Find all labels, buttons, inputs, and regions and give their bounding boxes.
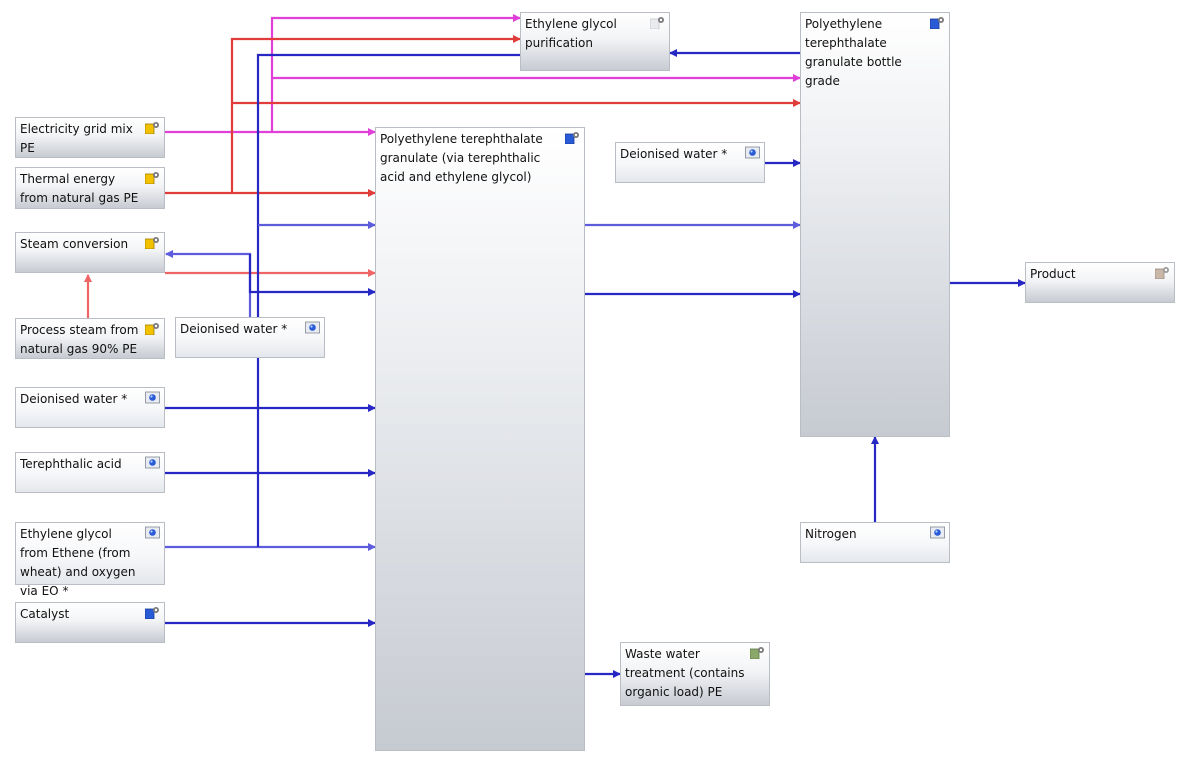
node-pet-granulate-main[interactable]: Polyethylene terephthalate granulate (vi… [375,127,585,751]
flow-globe-icon [745,146,760,159]
process-blue-icon [930,17,944,29]
node-deionised-water-mid[interactable]: Deionised water * [175,317,325,358]
flow-ethylene-glycol-recycle [256,53,520,547]
node-label: Waste water treatment (contains organic … [625,647,745,699]
node-label: Catalyst [20,607,70,621]
node-ethylene-glycol-purification[interactable]: Ethylene glycol purification [520,12,670,71]
node-label: Steam conversion [20,237,129,251]
process-plan-icon [145,122,159,134]
node-nitrogen[interactable]: Nitrogen [800,522,950,563]
flow-globe-icon [305,321,320,334]
process-gear-icon [650,17,664,29]
node-label: Ethylene glycol from Ethene (from wheat)… [20,527,136,598]
node-electricity-grid-mix[interactable]: Electricity grid mix PE [15,117,165,158]
node-label: Nitrogen [805,527,857,541]
node-thermal-energy[interactable]: Thermal energy from natural gas PE [15,167,165,209]
node-label: Thermal energy from natural gas PE [20,172,139,205]
process-gray-icon [1155,267,1169,279]
node-steam-conversion[interactable]: Steam conversion [15,232,165,273]
flow-globe-icon [145,526,160,539]
node-deionised-water-right[interactable]: Deionised water * [615,142,765,183]
node-process-steam[interactable]: Process steam from natural gas 90% PE [15,318,165,359]
node-catalyst[interactable]: Catalyst [15,602,165,643]
node-waste-water-treatment[interactable]: Waste water treatment (contains organic … [620,642,770,706]
process-blue-icon [565,132,579,144]
node-deionised-water-left[interactable]: Deionised water * [15,387,165,428]
node-label: Electricity grid mix PE [20,122,133,155]
flow-electricity-to-eg-purification [270,14,521,132]
flow-thermal-to-eg-purification [230,35,521,193]
node-label: Deionised water * [180,322,288,336]
node-label: Terephthalic acid [20,457,122,471]
process-green-icon [750,647,764,659]
flow-globe-icon [145,391,160,404]
node-label: Deionised water * [20,392,128,406]
node-label: Product [1030,267,1076,281]
process-blue-icon [145,607,159,619]
flow-globe-icon [145,456,160,469]
node-pet-bottle-grade[interactable]: Polyethylene terephthalate granulate bot… [800,12,950,437]
node-label: Process steam from natural gas 90% PE [20,323,139,356]
node-label: Polyethylene terephthalate granulate (vi… [380,132,543,184]
node-ethylene-glycol[interactable]: Ethylene glycol from Ethene (from wheat)… [15,522,165,598]
node-label: Deionised water * [620,147,728,161]
flow-deionised-water-to-steam-conversion [165,250,252,318]
node-terephthalic-acid[interactable]: Terephthalic acid [15,452,165,493]
node-label: Polyethylene terephthalate granulate bot… [805,17,902,88]
process-plan-icon [145,323,159,335]
node-product[interactable]: Product [1025,262,1175,303]
flow-deionised-water-to-pet [248,254,376,296]
flow-globe-icon [930,526,945,539]
process-plan-icon [145,237,159,249]
node-label: Ethylene glycol purification [525,17,617,50]
process-plan-icon [145,172,159,184]
